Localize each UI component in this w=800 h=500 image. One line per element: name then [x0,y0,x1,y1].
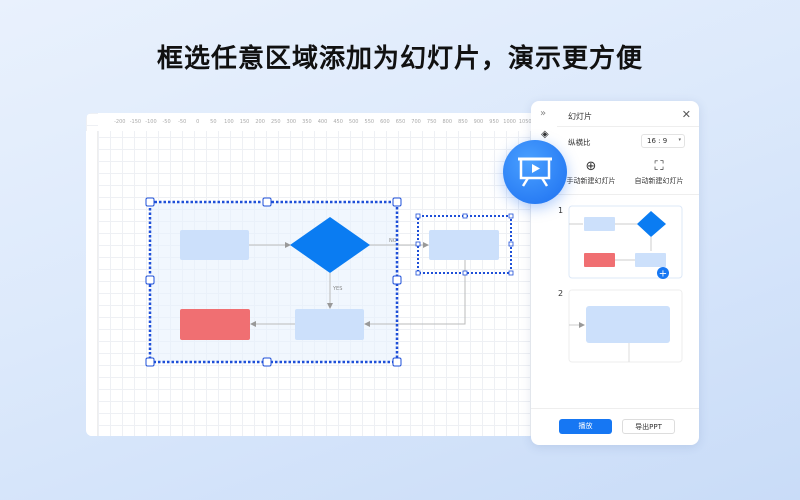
ruler-tick-label: 200 [255,119,265,125]
ruler-tick-label: 50 [210,119,217,125]
page-headline: 框选任意区域添加为幻灯片，演示更方便 [156,44,643,74]
ruler-tick-label: 700 [411,119,421,125]
auto-new-label: 自动新建幻灯片 [634,177,684,185]
ruler-tick-label: 600 [380,119,390,125]
collapse-icon[interactable]: » [540,108,547,119]
ruler-tick-label: -50 [162,119,171,125]
ruler-tick-label: 350 [302,119,312,125]
ruler-tick-label: -50 [178,119,187,125]
fill-bucket-icon[interactable]: ◈ [541,129,549,140]
ruler-tick-label: 100 [224,119,234,125]
divider [557,126,699,127]
ruler-tick-label: 450 [333,119,343,125]
ruler-tick-label: 300 [286,119,297,125]
ruler-tick-label: 550 [364,119,375,125]
close-icon[interactable]: ✕ [681,108,691,121]
ruler-tick-label: 250 [270,119,281,125]
ruler-tick-label: 950 [489,119,499,125]
ruler-tick-label: 900 [473,119,484,125]
ruler-tick-label: 750 [426,119,437,125]
ruler-top: -200-150-100 -50 -50 0 50 100 150 200 250 300 350 4… [98,113,536,131]
ruler-tick-label: 0 [196,119,200,125]
ruler-tick-label: 500 [348,119,359,125]
presentation-icon: ⛶ [654,159,664,174]
plus-circle-icon: ⊕ [585,159,597,174]
presentation-play-icon [518,157,552,187]
slide-thumbnail-2[interactable] [568,289,683,363]
ruler-tick-label: 1000 [503,119,516,125]
slide-thumbnails: + [568,205,683,363]
svg-text:+: + [659,269,667,280]
panel-title: 幻灯片 [568,112,592,121]
ruler-tick-label: 850 [458,119,468,125]
divider [531,408,699,409]
ruler-tick-label: 650 [395,119,406,125]
divider [557,194,699,195]
ruler-tick-label: -150 [129,119,142,125]
aspect-label: 纵横比 [568,138,591,147]
slide-number: 1 [558,206,564,215]
manual-new-slide-button[interactable]: ⊕ 手动新建幻灯片 [561,159,621,186]
diagram-canvas[interactable]: -200-150-100 -50 -50 0 50 100 150 200 250 300 350 4… [86,113,536,436]
ruler-tick-label: 150 [239,119,250,125]
slide-thumbnail-1[interactable]: + [568,205,683,280]
ruler-tick-label: 800 [442,119,453,125]
play-button[interactable]: 播放 [559,419,612,434]
auto-new-slide-button[interactable]: ⛶ 自动新建幻灯片 [629,159,689,186]
add-slide-fab[interactable] [503,140,567,204]
export-ppt-button[interactable]: 导出PPT [622,419,675,434]
slide-number: 2 [558,289,564,298]
ruler-tick-label: -100 [145,119,157,125]
add-icon [657,267,669,279]
ruler-tick-label: 1050 [518,119,532,125]
ruler-tick-label: -200 [114,119,126,125]
manual-new-label: 手动新建幻灯片 [566,177,616,185]
ruler-left [86,131,98,436]
aspect-select[interactable]: 16 : 9 [641,134,685,148]
ruler-tick-label: 400 [317,119,328,125]
